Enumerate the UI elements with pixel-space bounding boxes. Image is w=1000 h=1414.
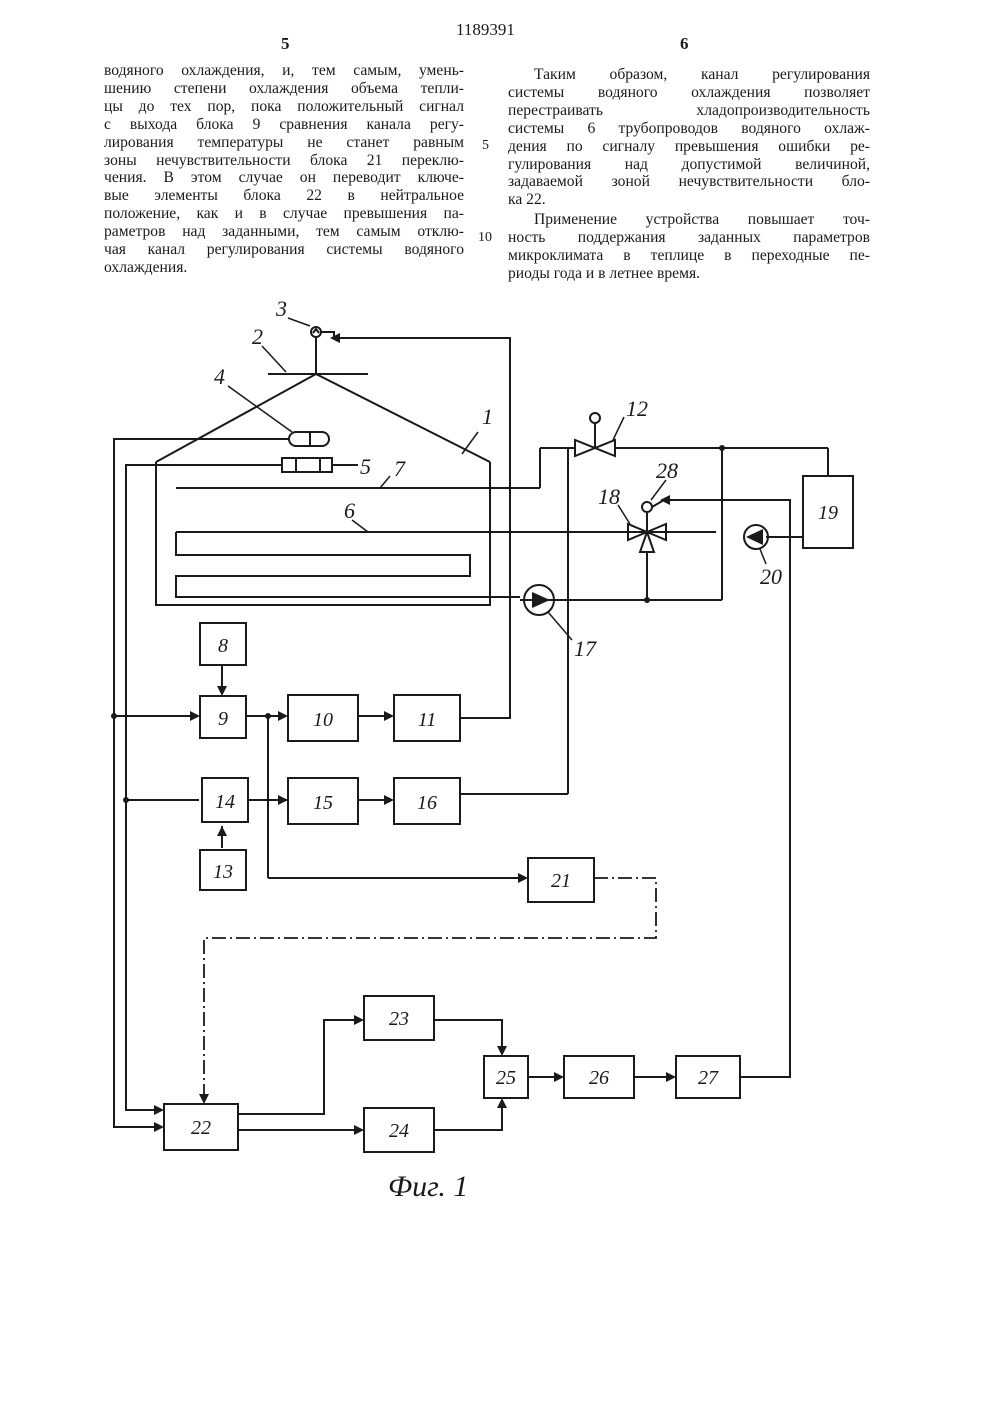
- label-5: 5: [360, 454, 371, 479]
- label-16: 16: [417, 792, 437, 814]
- label-11: 11: [418, 709, 437, 731]
- label-1: 1: [482, 404, 493, 429]
- label-4: 4: [214, 364, 225, 389]
- label-13: 13: [213, 861, 233, 883]
- label-20: 20: [760, 564, 782, 589]
- figure-caption: Фиг. 1: [388, 1170, 468, 1203]
- label-12: 12: [626, 396, 648, 421]
- label-23: 23: [389, 1008, 409, 1030]
- label-28: 28: [656, 458, 678, 483]
- label-14: 14: [215, 791, 235, 813]
- label-2: 2: [252, 324, 263, 349]
- label-8: 8: [218, 635, 228, 657]
- valve-drive-28: [642, 502, 652, 512]
- label-27: 27: [698, 1067, 719, 1089]
- label-9: 9: [218, 708, 228, 730]
- label-18: 18: [598, 484, 620, 509]
- cooling-coil-6: [176, 532, 716, 597]
- label-6: 6: [344, 498, 355, 523]
- label-7: 7: [394, 456, 406, 481]
- label-19: 19: [818, 502, 838, 524]
- label-3: 3: [275, 296, 287, 321]
- label-25: 25: [496, 1067, 516, 1089]
- label-10: 10: [313, 709, 333, 731]
- label-21: 21: [551, 870, 571, 892]
- label-15: 15: [313, 792, 333, 814]
- label-17: 17: [574, 636, 597, 661]
- label-22: 22: [191, 1117, 211, 1139]
- label-24: 24: [389, 1120, 409, 1142]
- label-26: 26: [589, 1067, 609, 1089]
- greenhouse-outline: [156, 374, 490, 462]
- sensor-5: [282, 458, 332, 472]
